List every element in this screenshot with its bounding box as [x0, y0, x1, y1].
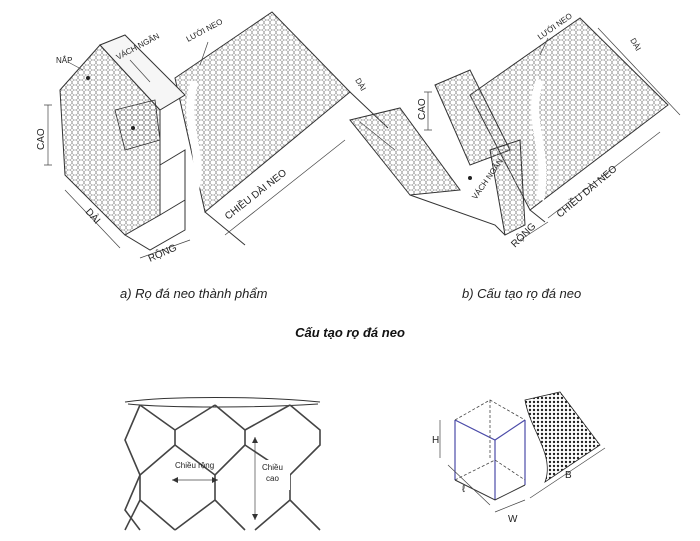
main-title: Cấu tạo rọ đá neo [295, 325, 405, 340]
label-chieu-rong: Chiều rộng [175, 461, 214, 470]
label-cao-mesh: cao [266, 474, 279, 483]
unfolded-side-panel [489, 139, 526, 236]
label-w: W [508, 514, 518, 525]
figure-a: NẮP VÁCH NGĂN LƯỚI NEO DÀI CAO DÀI RỘNG … [36, 11, 396, 265]
diaphragm [114, 99, 161, 151]
label-cao-a: CAO [36, 128, 47, 150]
label-cao-b: CAO [417, 98, 428, 120]
caption-a: a) Rọ đá neo thành phẩm [120, 286, 268, 301]
box-dimension-detail: H ℓ W B [432, 391, 606, 525]
label-rong-a: RỘNG [146, 241, 179, 265]
unfolded-left-panel [349, 107, 461, 196]
label-dai-top-b: DÀI [628, 37, 642, 53]
label-b: B [565, 470, 572, 481]
label-chieu: Chiều [262, 463, 283, 472]
caption-b: b) Cấu tạo rọ đá neo [462, 286, 581, 301]
hexagonal-mesh-detail: Chiều rộng Chiều cao [124, 397, 321, 531]
label-l: ℓ [462, 484, 466, 495]
gabion-lid [99, 34, 186, 111]
figure-b: LƯỚI NEO DÀI CAO VÁCH NGĂN RỘNG CHIỀU DÀ… [349, 11, 681, 250]
label-nap: NẮP [56, 56, 72, 65]
label-dai-top-a: DÀI [353, 77, 367, 93]
box-dark-mesh [524, 391, 601, 484]
label-h: H [432, 435, 439, 446]
label-luoi-neo-a: LƯỚI NEO [185, 17, 224, 44]
